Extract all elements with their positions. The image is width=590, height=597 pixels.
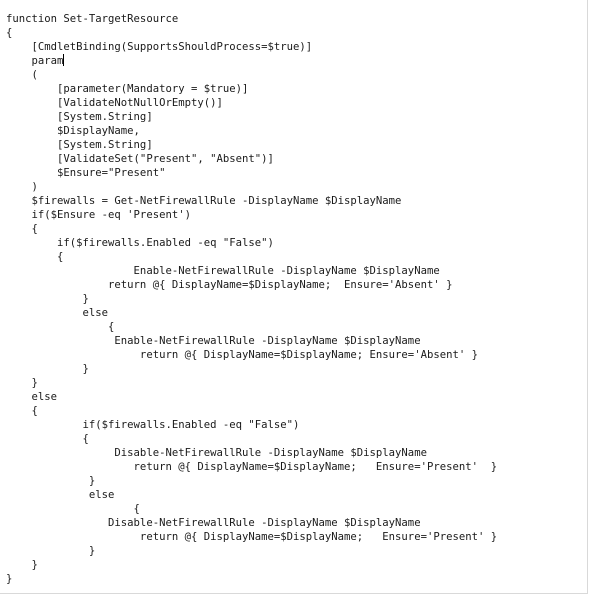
code-line: if($firewalls.Enabled -eq "False") — [6, 237, 274, 249]
code-line: } — [6, 293, 89, 305]
code-line: } — [6, 573, 13, 585]
code-line: $firewalls = Get-NetFirewallRule -Displa… — [6, 195, 402, 207]
code-line: [System.String] — [6, 111, 153, 123]
code-line: Disable-NetFirewallRule -DisplayName $Di… — [6, 517, 421, 529]
code-line: Enable-NetFirewallRule -DisplayName $Dis… — [6, 265, 440, 277]
code-line: ( — [6, 69, 38, 81]
code-line: if($firewalls.Enabled -eq "False") — [6, 419, 300, 431]
code-line: return @{ DisplayName=$DisplayName; Ensu… — [6, 531, 498, 543]
code-line: { — [6, 433, 89, 445]
code-line: param — [6, 55, 64, 67]
code-line: { — [6, 503, 140, 515]
code-text: function Set-TargetResource { [CmdletBin… — [6, 12, 497, 586]
code-line: ) — [6, 181, 38, 193]
code-line: } — [6, 377, 38, 389]
code-line: [CmdletBinding(SupportsShouldProcess=$tr… — [6, 41, 313, 53]
code-line: { — [6, 405, 38, 417]
code-line: function Set-TargetResource — [6, 13, 179, 25]
code-line: { — [6, 321, 115, 333]
code-line: else — [6, 489, 115, 501]
code-line: } — [6, 545, 96, 557]
code-line: [System.String] — [6, 139, 153, 151]
code-line: $Ensure="Present" — [6, 167, 166, 179]
code-line: else — [6, 307, 109, 319]
code-line: } — [6, 363, 89, 375]
code-line: { — [6, 27, 13, 39]
code-line: Disable-NetFirewallRule -DisplayName $Di… — [6, 447, 427, 459]
code-line: { — [6, 223, 38, 235]
code-line: } — [6, 559, 38, 571]
code-line: return @{ DisplayName=$DisplayName; Ensu… — [6, 461, 498, 473]
code-line: Enable-NetFirewallRule -DisplayName $Dis… — [6, 335, 421, 347]
code-line: else — [6, 391, 58, 403]
code-line: return @{ DisplayName=$DisplayName; Ensu… — [6, 279, 453, 291]
code-line: $DisplayName, — [6, 125, 140, 137]
code-line: [ValidateNotNullOrEmpty()] — [6, 97, 223, 109]
code-line: { — [6, 251, 64, 263]
code-line: if($Ensure -eq 'Present') — [6, 209, 191, 221]
text-caret — [63, 54, 65, 66]
code-line: [ValidateSet("Present", "Absent")] — [6, 153, 274, 165]
code-line: [parameter(Mandatory = $true)] — [6, 83, 249, 95]
code-line-caret-row: param — [6, 54, 497, 68]
code-line: return @{ DisplayName=$DisplayName; Ensu… — [6, 349, 478, 361]
code-line: } — [6, 475, 96, 487]
